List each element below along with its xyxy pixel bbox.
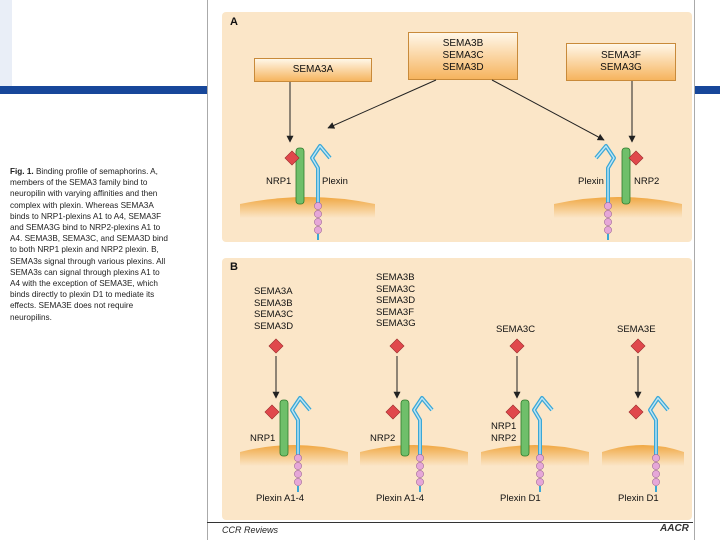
- col4-plexin-label: Plexin D1: [618, 493, 659, 504]
- plexin-domain-bead: [416, 470, 424, 478]
- arrow-bcd-to-nrp2: [491, 79, 605, 141]
- plexin-domain-bead: [604, 226, 612, 234]
- plexin-domain-bead: [314, 210, 322, 218]
- nrp-receptor: [400, 399, 410, 457]
- sema3a-box-label: SEMA3A: [292, 64, 334, 75]
- plexin-domain-bead: [314, 218, 322, 226]
- journal-name: CCR Reviews: [222, 525, 279, 535]
- nrp-receptor: [621, 147, 631, 205]
- slide-title-rule-right: [692, 86, 720, 94]
- figure-caption: Fig. 1. Binding profile of semaphorins. …: [10, 166, 168, 323]
- sema-ligand: [628, 150, 644, 166]
- figure-caption-text: Binding profile of semaphorins. A, membe…: [10, 167, 168, 322]
- col4-ligand-list: SEMA3E: [617, 324, 656, 335]
- col1-ligand-list: SEMA3A SEMA3B SEMA3C SEMA3D: [254, 286, 294, 332]
- sema-ligand-free: [630, 338, 646, 354]
- col1-receptor-label: NRP1: [250, 433, 276, 444]
- plexin-domain-bead: [314, 226, 322, 234]
- plexin-receptor-highlight: [649, 397, 669, 460]
- sema3fg-box-line-2: SEMA3G: [600, 62, 642, 73]
- receptor-group: [240, 144, 684, 492]
- plexin-domain-bead: [652, 462, 660, 470]
- plexin-domain-bead: [536, 470, 544, 478]
- plexin-domain-bead: [416, 454, 424, 462]
- plexin-domain-bead: [294, 470, 302, 478]
- sema3fg-box: SEMA3F SEMA3G: [566, 43, 676, 81]
- plexin-receptor-highlight: [595, 145, 615, 208]
- sema3bcd-box-line-1: SEMA3B: [442, 38, 484, 49]
- footer-rule: [207, 522, 693, 523]
- plexin-domain-bead: [604, 210, 612, 218]
- sema-ligand-free: [268, 338, 284, 354]
- plexin-label-a-right: Plexin: [578, 176, 604, 187]
- nrp-receptor: [520, 399, 530, 457]
- plexin-domain-bead: [536, 462, 544, 470]
- plexin-receptor-highlight: [291, 397, 311, 460]
- panel-b-label: B: [230, 261, 238, 273]
- sema3bcd-box: SEMA3B SEMA3C SEMA3D: [408, 32, 518, 80]
- panel-a-arrows: [286, 79, 636, 143]
- plexin-receptor-highlight: [413, 397, 433, 460]
- plexin-domain-bead: [652, 478, 660, 486]
- plexin-receptor-highlight: [533, 397, 553, 460]
- plexin-label-a-left: Plexin: [322, 176, 348, 187]
- col3-ligand-list: SEMA3C: [496, 324, 536, 335]
- aacr-logo: AACR: [660, 523, 689, 534]
- nrp-receptor: [295, 147, 305, 205]
- sema-ligand-free: [509, 338, 525, 354]
- cell-membrane: [240, 197, 375, 218]
- cell-membrane: [554, 197, 682, 218]
- panel-b-arrows: [272, 356, 642, 399]
- plexin-domain-bead: [416, 478, 424, 486]
- sema-ligand: [264, 404, 280, 420]
- plexin-domain-bead: [294, 462, 302, 470]
- sema3bcd-box-line-3: SEMA3D: [442, 62, 484, 73]
- sema-ligand: [385, 404, 401, 420]
- col2-receptor-label: NRP2: [370, 433, 396, 444]
- figure-caption-label: Fig. 1.: [10, 167, 34, 176]
- plexin-receptor-highlight: [311, 145, 331, 208]
- panel-a-label: A: [230, 16, 238, 28]
- sema-ligand: [284, 150, 300, 166]
- sema3a-box: SEMA3A: [254, 58, 372, 82]
- plexin-domain-bead: [294, 454, 302, 462]
- cell-membrane: [481, 445, 589, 466]
- sema-ligand-free: [389, 338, 405, 354]
- sema3bcd-box-line-2: SEMA3C: [442, 50, 484, 61]
- cell-membrane: [602, 445, 684, 466]
- nrp1-label-a: NRP1: [266, 176, 292, 187]
- plexin-domain-bead: [652, 470, 660, 478]
- plexin-domain-bead: [536, 454, 544, 462]
- plexin-domain-bead: [314, 202, 322, 210]
- col1-plexin-label: Plexin A1-4: [256, 493, 305, 504]
- plexin-domain-bead: [652, 454, 660, 462]
- nrp2-label-a: NRP2: [634, 176, 660, 187]
- col2-plexin-label: Plexin A1-4: [376, 493, 425, 504]
- plexin-domain-bead: [536, 478, 544, 486]
- slide-title-rule: [0, 86, 208, 94]
- cell-membrane: [360, 445, 468, 466]
- sema-ligand: [628, 404, 644, 420]
- plexin-domain-bead: [294, 478, 302, 486]
- col3-plexin-label: Plexin D1: [500, 493, 541, 504]
- plexin-domain-bead: [416, 462, 424, 470]
- sema3fg-box-line-1: SEMA3F: [600, 50, 641, 61]
- col2-ligand-list: SEMA3B SEMA3C SEMA3D SEMA3F SEMA3G: [376, 272, 416, 329]
- plexin-domain-bead: [604, 218, 612, 226]
- slide-header-accent: [0, 0, 12, 92]
- cell-membrane: [240, 445, 348, 466]
- nrp-receptor: [279, 399, 289, 457]
- arrow-bcd-to-nrp1: [327, 79, 437, 129]
- plexin-domain-bead: [604, 202, 612, 210]
- col3-receptor-label: NRP1 NRP2: [491, 421, 517, 444]
- sema-ligand: [505, 404, 521, 420]
